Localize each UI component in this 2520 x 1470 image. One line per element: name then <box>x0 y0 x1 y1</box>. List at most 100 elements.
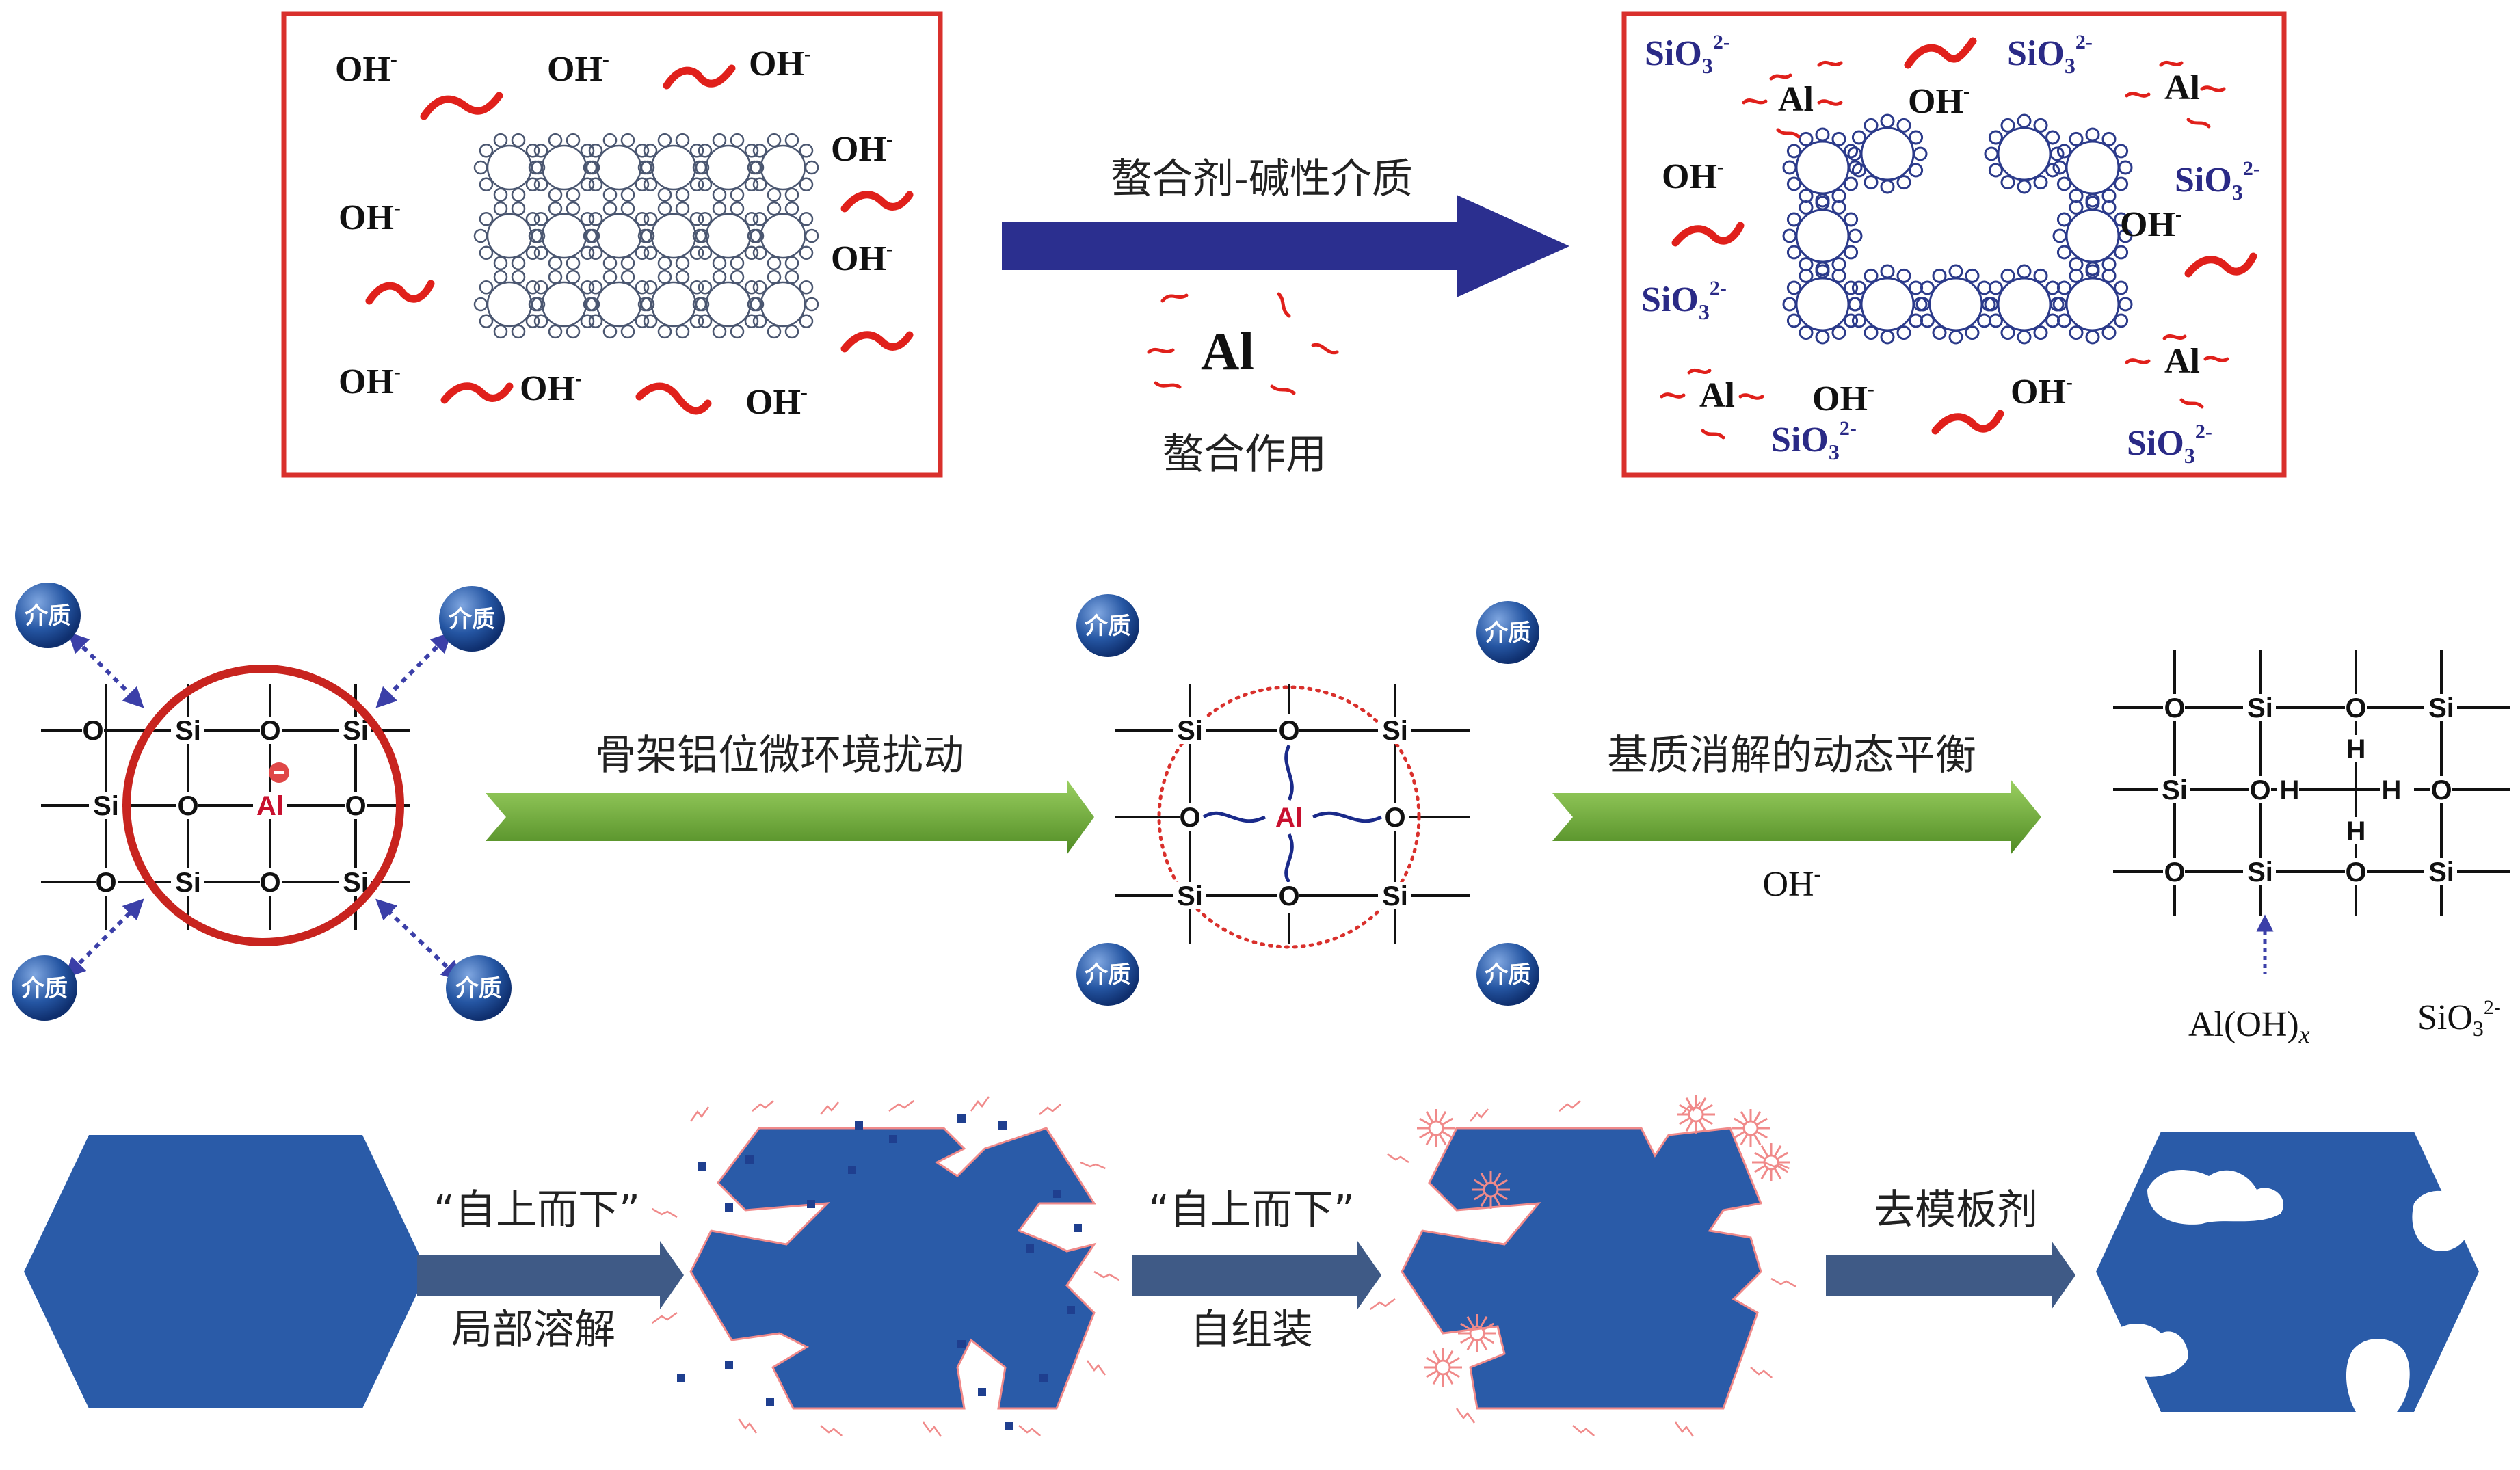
dissolved-chain <box>1018 1425 1042 1436</box>
micelle <box>1732 1109 1770 1147</box>
arrow-sub-label: OH- <box>1762 863 1820 904</box>
steel-arrow <box>417 1241 684 1309</box>
zeolite-ring <box>2085 127 2100 142</box>
zeolite-ring <box>1844 212 1859 227</box>
zeolite-ring <box>588 245 603 260</box>
zeolite-ring <box>657 324 672 339</box>
assembled-chain <box>1470 1108 1489 1122</box>
zeolite-ring <box>643 314 658 328</box>
zeolite-ring <box>689 245 704 260</box>
zeolite-ring <box>730 133 745 148</box>
zeolite-ring <box>1880 179 1895 194</box>
svg-text:介质: 介质 <box>455 975 502 1002</box>
zeolite-ring <box>566 269 581 284</box>
zeolite-ring <box>583 228 598 243</box>
dissolved-chain <box>922 1421 942 1437</box>
zeolite-ring <box>588 144 603 158</box>
leached-species-dot <box>1053 1190 1061 1198</box>
svg-text:O: O <box>2164 857 2185 887</box>
zeolite-ring <box>602 133 618 148</box>
zeolite-ring <box>784 269 799 284</box>
zeolite-ring <box>767 187 782 202</box>
al-chelate: Al <box>1699 376 1735 415</box>
zeolite-ring <box>1984 146 1999 161</box>
zeolite-ring <box>511 187 526 202</box>
zeolite-ring <box>730 201 745 216</box>
zeolite-ring <box>1799 131 1814 146</box>
lattice-parent: O Si O Si Si O Al O O Si O Si <box>12 583 512 1021</box>
zeolite-ring <box>1844 144 1859 159</box>
leached-species-dot <box>1005 1422 1013 1430</box>
zeolite-ring <box>799 245 814 260</box>
zeolite-ring <box>533 314 548 328</box>
oh-ion: OH- <box>1662 155 1724 196</box>
zeolite-ring <box>528 297 543 312</box>
zeolite-ring <box>712 201 727 216</box>
zeolite-ring <box>588 212 603 226</box>
arrow-label-top: 螯合剂-碱性介质 <box>1111 155 1413 203</box>
zeolite-ring <box>784 201 799 216</box>
zeolite-ring <box>620 269 635 284</box>
svg-text:Si: Si <box>2162 775 2188 805</box>
mesopores <box>2104 1170 2471 1412</box>
zeolite-ring <box>1851 130 1866 145</box>
svg-text:介质: 介质 <box>21 975 68 1002</box>
zeolite-ring <box>799 280 814 295</box>
zeolite-ring <box>712 256 727 271</box>
leached-species-dot <box>957 1340 966 1348</box>
zeolite-ring <box>580 280 595 295</box>
svg-text:OH-: OH- <box>547 48 609 89</box>
zeolite-ring <box>588 177 603 191</box>
zeolite-ring <box>548 269 563 284</box>
zeolite-ring <box>635 212 650 226</box>
svg-text:H: H <box>2346 734 2366 764</box>
arrow-dissolution: “自上而下” 局部溶解 <box>417 1186 684 1354</box>
zeolite-ring <box>689 280 704 295</box>
zeolite-ring <box>473 297 488 312</box>
zeolite-ring <box>588 314 603 328</box>
micelle <box>1417 1109 1455 1147</box>
micelle <box>1424 1348 1462 1387</box>
zeolite-ring <box>1815 330 1830 345</box>
oh-ion: OH- <box>2011 371 2073 412</box>
leached-species-dot <box>807 1200 815 1208</box>
svg-text:OH-: OH- <box>831 237 893 278</box>
zeolite-ring <box>2033 175 2048 190</box>
zeolite-ring <box>1844 313 1859 328</box>
zeolite-ring <box>479 212 494 226</box>
product-aloh: Al(OH)x <box>2188 1005 2310 1048</box>
zeolite-ring <box>747 297 762 312</box>
zeolite-ring <box>1831 131 1846 146</box>
zeolite-ring <box>2033 118 2048 133</box>
zeolite-ring <box>1920 313 1935 328</box>
zeolite-ring <box>1880 330 1895 345</box>
zeolite-ring <box>602 269 618 284</box>
leached-species-dot <box>998 1121 1007 1130</box>
medium-ball: 介质 <box>1476 943 1539 1006</box>
zeolite-ring <box>1831 268 1846 283</box>
leached-species-dot <box>1067 1306 1075 1314</box>
zeolite-ring <box>511 324 526 339</box>
zeolite-ring <box>620 187 635 202</box>
zeolite-ring <box>1799 200 1814 215</box>
medium-ball: 介质 <box>1476 601 1539 664</box>
dissolved-chain <box>1080 1161 1106 1170</box>
zeolite-ring <box>2056 176 2071 191</box>
zeolite-ring <box>533 212 548 226</box>
svg-text:Si: Si <box>175 868 201 898</box>
zeolite-ring <box>1988 130 2003 145</box>
box-border <box>281 11 943 478</box>
distorted-bonds <box>1202 744 1383 883</box>
assembled-chain <box>1572 1425 1595 1436</box>
zeolite-ring <box>635 245 650 260</box>
zeolite-ring <box>2069 189 2084 204</box>
svg-text:Si: Si <box>1177 881 1203 911</box>
zeolite-ring <box>657 256 672 271</box>
svg-text:介质: 介质 <box>25 602 71 630</box>
svg-text:SiO32-: SiO32- <box>2007 31 2093 78</box>
zeolite-ring <box>493 256 508 271</box>
assembled-chains <box>1369 1100 1797 1437</box>
zeolite-ring <box>2045 163 2060 178</box>
zeolite-ring <box>2069 131 2084 146</box>
medium-ball: 介质 <box>439 586 505 652</box>
